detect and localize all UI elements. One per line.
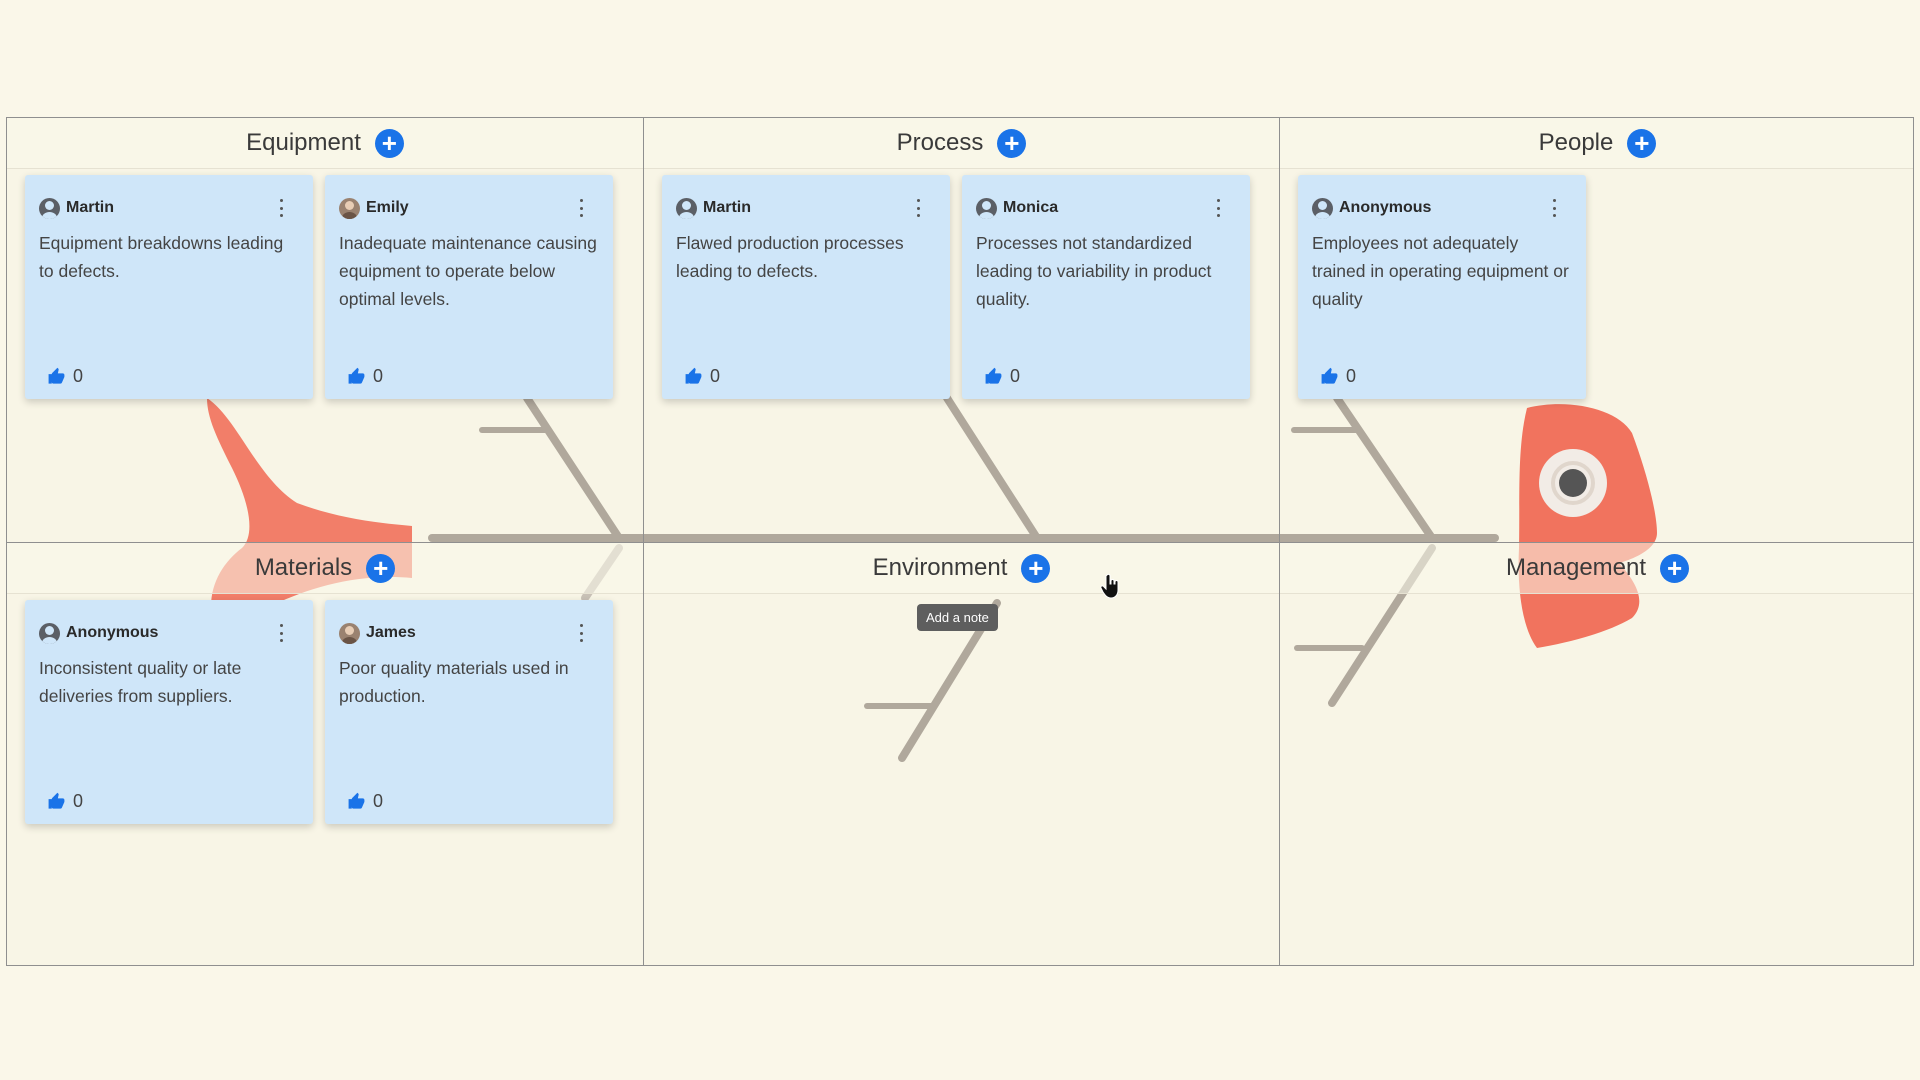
user-avatar-icon [39, 197, 60, 219]
hand-cursor-icon [1100, 573, 1119, 599]
like-count: 0 [1346, 366, 1357, 386]
region-header-process: Process + [644, 118, 1279, 169]
region-header-equipment: Equipment + [7, 118, 643, 169]
like-control[interactable]: 0 [1320, 366, 1356, 387]
region-title: Materials [254, 554, 353, 581]
note-text: Poor quality materials used in productio… [339, 658, 569, 706]
user-avatar-icon [39, 622, 60, 644]
note-header: James [339, 622, 599, 644]
more-options-icon[interactable] [277, 624, 285, 642]
note-text: Equipment breakdowns leading to defects. [39, 233, 284, 281]
more-options-icon[interactable] [1214, 199, 1222, 217]
region-title: Management [1505, 554, 1647, 581]
thumbs-up-icon[interactable] [347, 367, 366, 386]
thumbs-up-icon[interactable] [47, 792, 66, 811]
note-author: Emily [366, 199, 409, 216]
thumbs-up-icon[interactable] [684, 367, 703, 386]
more-options-icon[interactable] [277, 199, 285, 217]
region-header-people: People + [1280, 118, 1913, 169]
region-materials: Materials + Anonymous Inconsistent qualit… [7, 542, 643, 965]
add-note-button[interactable]: + [366, 553, 396, 583]
note-text: Inconsistent quality or late deliveries … [39, 658, 242, 706]
like-count: 0 [1010, 366, 1021, 386]
like-control[interactable]: 0 [47, 791, 83, 812]
note-author: Martin [703, 199, 751, 216]
note-text: Employees not adequately trained in oper… [1312, 233, 1569, 309]
like-control[interactable]: 0 [984, 366, 1020, 387]
user-photo-avatar [339, 197, 360, 219]
note-header: Emily [339, 197, 599, 219]
like-count: 0 [373, 366, 384, 386]
region-process: Process + Martin Flawed production proces… [643, 118, 1279, 542]
like-control[interactable]: 0 [47, 366, 83, 387]
add-note-button[interactable]: + [997, 128, 1027, 158]
thumbs-up-icon[interactable] [984, 367, 1003, 386]
region-header-materials: Materials + [7, 543, 643, 594]
like-control[interactable]: 0 [347, 791, 383, 812]
note-author: Martin [66, 199, 114, 216]
region-title: Process [896, 129, 984, 156]
like-count: 0 [73, 791, 84, 811]
region-environment: Environment + [643, 542, 1279, 965]
note-header: Anonymous [1312, 197, 1572, 219]
note-card[interactable]: Martin Flawed production processes leadi… [662, 175, 950, 399]
like-control[interactable]: 0 [347, 366, 383, 387]
region-people: People + Anonymous Employees not adequate… [1279, 118, 1913, 542]
user-avatar-icon [976, 197, 997, 219]
region-equipment: Equipment + Martin Equipment breakdowns l… [7, 118, 643, 542]
note-header: Monica [976, 197, 1236, 219]
region-management: Management + [1279, 542, 1913, 965]
note-card[interactable]: Emily Inadequate maintenance causing equ… [325, 175, 613, 399]
note-list: Martin Flawed production processes leadi… [644, 169, 1279, 399]
like-control[interactable]: 0 [684, 366, 720, 387]
more-options-icon[interactable] [577, 199, 585, 217]
note-author: Anonymous [1339, 199, 1432, 216]
user-avatar-icon [676, 197, 697, 219]
note-text: Flawed production processes leading to d… [676, 233, 904, 281]
user-photo-avatar [339, 622, 360, 644]
like-count: 0 [373, 791, 384, 811]
note-author: Anonymous [66, 624, 159, 641]
note-list: Anonymous Employees not adequately train… [1280, 169, 1913, 399]
more-options-icon[interactable] [1550, 199, 1558, 217]
note-list: Martin Equipment breakdowns leading to d… [7, 169, 643, 399]
note-list [1280, 594, 1913, 600]
note-list [644, 594, 1279, 600]
more-options-icon[interactable] [577, 624, 585, 642]
note-header: Anonymous [39, 622, 299, 644]
note-author: James [366, 624, 416, 641]
like-count: 0 [710, 366, 721, 386]
like-count: 0 [73, 366, 84, 386]
more-options-icon[interactable] [914, 199, 922, 217]
region-title: Equipment [246, 129, 361, 156]
note-text: Processes not standardized leading to va… [976, 233, 1212, 309]
note-text: Inadequate maintenance causing equipment… [339, 233, 597, 309]
add-note-button[interactable]: + [1660, 553, 1690, 583]
note-card[interactable]: Monica Processes not standardized leadin… [962, 175, 1250, 399]
add-note-button[interactable]: + [374, 128, 404, 158]
note-card[interactable]: Martin Equipment breakdowns leading to d… [25, 175, 313, 399]
region-title: People [1538, 129, 1614, 156]
note-author: Monica [1003, 199, 1059, 216]
thumbs-up-icon[interactable] [347, 792, 366, 811]
region-title: Environment [872, 554, 1008, 581]
add-note-button[interactable]: + [1627, 128, 1657, 158]
note-card[interactable]: James Poor quality materials used in pro… [325, 600, 613, 824]
note-header: Martin [39, 197, 299, 219]
note-card[interactable]: Anonymous Employees not adequately train… [1298, 175, 1586, 399]
note-card[interactable]: Anonymous Inconsistent quality or late d… [25, 600, 313, 824]
thumbs-up-icon[interactable] [1320, 367, 1339, 386]
add-note-tooltip: Add a note [917, 604, 998, 631]
thumbs-up-icon[interactable] [47, 367, 66, 386]
note-list: Anonymous Inconsistent quality or late d… [7, 594, 643, 824]
add-note-button[interactable]: + [1021, 553, 1051, 583]
user-avatar-icon [1312, 197, 1333, 219]
region-header-environment: Environment + [644, 543, 1279, 594]
fishbone-board: Equipment + Martin Equipment breakdowns l… [6, 117, 1914, 966]
region-header-management: Management + [1280, 543, 1913, 594]
note-header: Martin [676, 197, 936, 219]
